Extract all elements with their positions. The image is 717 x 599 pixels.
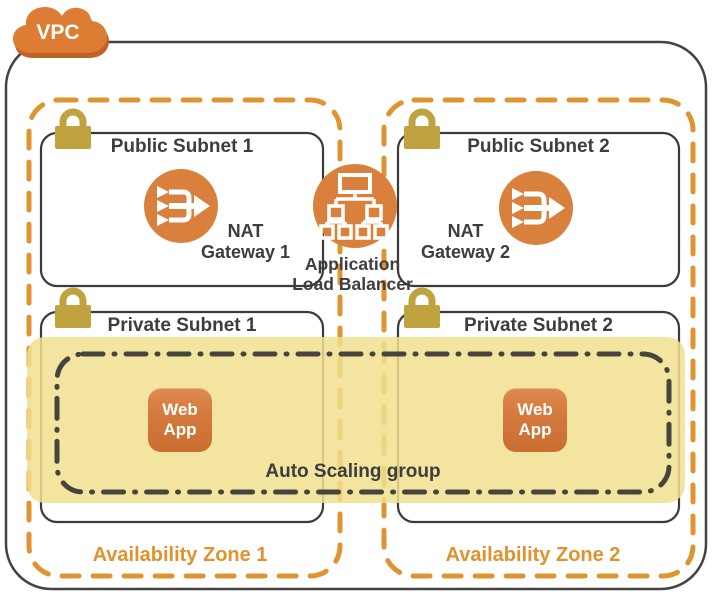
private-subnet-1-title: Private Subnet 1 <box>107 315 257 336</box>
vpc-cloud-icon <box>13 7 109 58</box>
availability-zone-2-border <box>381 97 696 579</box>
lock-icon <box>404 287 440 328</box>
nat-gateway-1-label: NAT Gateway 1 <box>200 221 291 262</box>
load-balancer-icon <box>313 164 397 248</box>
load-balancer-label: Application Load Balancer <box>292 254 413 294</box>
lock-icon <box>55 108 91 149</box>
web-app-icon: Web App <box>148 388 212 452</box>
web-app-label-line1: Web <box>162 400 198 419</box>
lock-icon <box>55 287 91 328</box>
nat-gateway-icon <box>144 169 218 243</box>
lock-icon <box>404 108 440 149</box>
nat-gateway-2-label: NAT Gateway 2 <box>420 221 511 262</box>
web-app-icon: Web App <box>503 388 567 452</box>
public-subnet-1-title: Public Subnet 1 <box>110 136 254 157</box>
public-subnet-2-title: Public Subnet 2 <box>467 136 610 157</box>
auto-scaling-group-label: Auto Scaling group <box>265 461 441 482</box>
auto-scaling-group-border <box>54 351 672 495</box>
web-app-label-line2: App <box>163 420 197 439</box>
vpc-label: VPC <box>36 21 80 44</box>
auto-scaling-group-fill <box>27 337 685 503</box>
availability-zone-1-label: Availability Zone 1 <box>92 544 268 566</box>
web-app-label-line2: App <box>518 420 552 439</box>
private-subnet-2-title: Private Subnet 2 <box>464 315 613 336</box>
nat-gateway-icon <box>499 171 573 245</box>
availability-zone-2-label: Availability Zone 2 <box>445 544 621 566</box>
vpc-boundary <box>4 40 708 591</box>
web-app-label-line1: Web <box>517 400 553 419</box>
